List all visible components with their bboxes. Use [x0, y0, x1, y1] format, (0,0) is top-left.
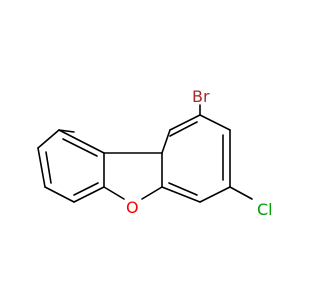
- double-bond-inner: [169, 121, 198, 137]
- double-bond-inner: [62, 138, 98, 157]
- bond: [103, 186, 125, 200]
- bond: [58, 129, 75, 133]
- chlorine-bond: [229, 186, 253, 200]
- bond: [161, 186, 201, 203]
- bond: [44, 186, 75, 203]
- bond: [37, 129, 60, 149]
- furan-ring: [103, 152, 163, 200]
- bond: [141, 186, 163, 200]
- double-bond-inner: [73, 182, 99, 196]
- chlorine-atom-label: Cl: [257, 200, 273, 219]
- bond: [58, 129, 105, 154]
- left-benzene-ring: [37, 129, 105, 203]
- bromine-atom-label: Br: [192, 87, 210, 106]
- oxygen-atom-label: O: [126, 198, 139, 217]
- double-bond-inner: [168, 182, 198, 196]
- bond: [199, 186, 231, 203]
- bond: [199, 114, 231, 131]
- structure-canvas: Br Cl O: [37, 87, 273, 219]
- bond: [37, 147, 46, 188]
- right-benzene-ring: [161, 114, 231, 203]
- double-bond-inner: [45, 151, 52, 184]
- bond: [169, 114, 201, 131]
- bond: [161, 129, 171, 154]
- bond: [73, 186, 105, 203]
